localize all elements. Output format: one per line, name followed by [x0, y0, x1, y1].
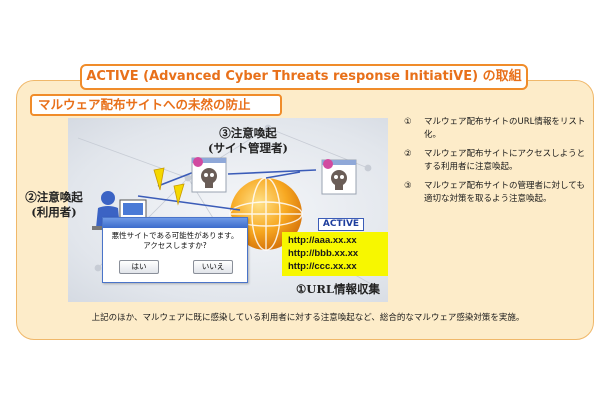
note-number: ③	[404, 180, 424, 206]
note-text: マルウェア配布サイトの管理者に対しても適切な対策を取るよう注意喚起。	[424, 180, 590, 206]
url-list-item: http://aaa.xx.xx	[288, 234, 382, 247]
admin-warning-label-line1: ③注意喚起	[198, 126, 298, 141]
dialog-titlebar	[103, 218, 247, 228]
admin-warning-label-line2: (サイト管理者)	[198, 141, 298, 156]
note-item: ② マルウェア配布サイトにアクセスしようとする利用者に注意喚起。	[404, 148, 590, 174]
user-warning-label-line2: (利用者)	[22, 205, 86, 220]
active-logo: ACTIVE	[318, 218, 364, 231]
skull-window-icon	[322, 159, 356, 194]
url-list-item: http://bbb.xx.xx	[288, 247, 382, 260]
url-list-card: ACTIVE http://aaa.xx.xx http://bbb.xx.xx…	[282, 218, 388, 278]
skull-window-icon	[192, 157, 226, 192]
yes-button[interactable]: はい	[119, 260, 159, 274]
dialog-message: 悪性サイトである可能性があります。 アクセスしますか?	[103, 231, 247, 251]
note-number: ②	[404, 148, 424, 174]
note-item: ① マルウェア配布サイトのURL情報をリスト化。	[404, 116, 590, 142]
section-subtitle: マルウェア配布サイトへの未然の防止	[30, 94, 282, 116]
note-text: マルウェア配布サイトのURL情報をリスト化。	[424, 116, 590, 142]
user-warning-label: ②注意喚起 (利用者)	[22, 190, 86, 220]
url-list-item: http://ccc.xx.xx	[288, 260, 382, 273]
no-button[interactable]: いいえ	[193, 260, 233, 274]
url-list: http://aaa.xx.xx http://bbb.xx.xx http:/…	[282, 232, 388, 276]
notes-list: ① マルウェア配布サイトのURL情報をリスト化。 ② マルウェア配布サイトにアク…	[404, 116, 590, 212]
user-warning-label-line1: ②注意喚起	[22, 190, 86, 205]
dialog-message-line1: 悪性サイトである可能性があります。	[103, 231, 247, 241]
note-text: マルウェア配布サイトにアクセスしようとする利用者に注意喚起。	[424, 148, 590, 174]
note-number: ①	[404, 116, 424, 142]
admin-warning-label: ③注意喚起 (サイト管理者)	[198, 126, 298, 156]
url-collect-label: ①URL情報収集	[286, 282, 390, 297]
dialog-message-line2: アクセスしますか?	[103, 241, 247, 251]
page-title: ACTIVE (Advanced Cyber Threats response …	[80, 64, 528, 90]
note-item: ③ マルウェア配布サイトの管理者に対しても適切な対策を取るよう注意喚起。	[404, 180, 590, 206]
footer-summary: 上記のほか、マルウェアに既に感染している利用者に対する注意喚起など、総合的なマル…	[20, 312, 596, 324]
access-warning-dialog: 悪性サイトである可能性があります。 アクセスしますか? はい いいえ	[102, 217, 248, 283]
